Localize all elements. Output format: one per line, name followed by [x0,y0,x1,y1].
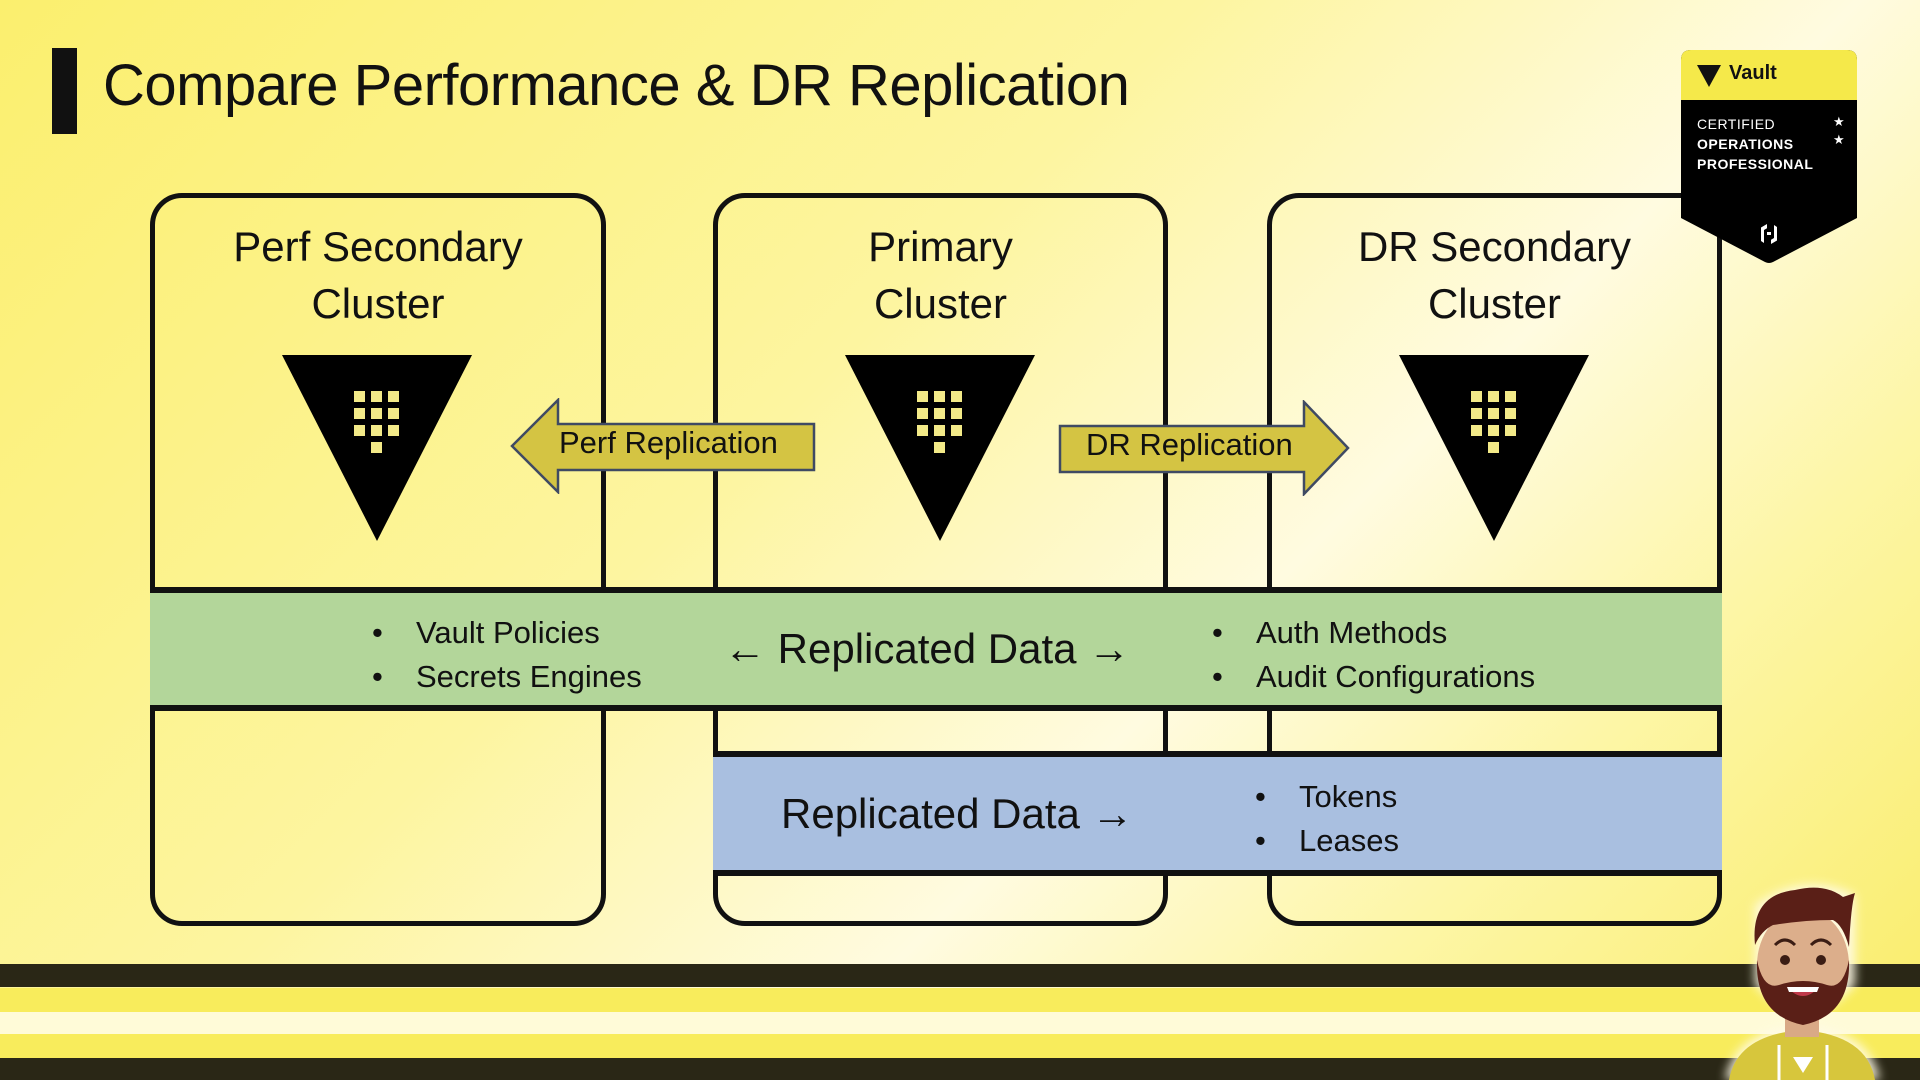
primary-cluster-box: Primary Cluster [713,193,1168,926]
perf-replication-label: Perf Replication [559,425,778,460]
list-item: Auth Methods [1212,611,1535,655]
perf-replication-arrow [510,398,816,494]
hashicorp-logo-icon [1761,224,1777,244]
vault-logo-icon [282,355,472,541]
cluster-title: Perf Secondary Cluster [155,218,601,332]
list-item: Tokens [1255,775,1399,819]
vault-brand-icon [1697,65,1721,87]
vault-logo-icon [1399,355,1589,541]
cluster-title-line2: Cluster [1427,280,1562,327]
stripe-yellow [0,1034,1920,1058]
perf-secondary-cluster-box: Perf Secondary Cluster [150,193,606,926]
shared-replicated-label: ← Replicated Data → [724,625,1131,672]
list-item: Vault Policies [372,611,642,655]
presenter-avatar [1725,884,1880,1080]
shared-left-list: Vault Policies Secrets Engines [372,611,642,699]
list-item: Audit Configurations [1212,655,1535,699]
stripe-yellow [0,988,1920,1012]
dr-replication-label: DR Replication [1086,427,1293,462]
cluster-title: DR Secondary Cluster [1272,218,1717,332]
cluster-title-line2: Cluster [311,280,445,327]
shared-right-list: Auth Methods Audit Configurations [1212,611,1535,699]
dr-secondary-cluster-box: DR Secondary Cluster [1267,193,1722,926]
title-accent-bar [52,48,77,134]
star-icon: ★ [1833,114,1846,129]
badge-shape [1681,50,1857,263]
cluster-title: Primary Cluster [718,218,1163,332]
vault-logo-icon [845,355,1035,541]
dr-replication-arrow [1058,400,1350,496]
badge-line-certified: CERTIFIED [1697,116,1776,132]
list-item: Secrets Engines [372,655,642,699]
certification-badge: Vault CERTIFIED OPERATIONS PROFESSIONAL … [1681,50,1857,264]
cluster-title-line1: Perf Secondary [233,223,523,270]
badge-line-professional: PROFESSIONAL [1697,156,1814,172]
cluster-title-line1: Primary [868,223,1013,270]
badge-brand: Vault [1729,62,1777,84]
shared-replicated-data-band: Vault Policies Secrets Engines ← Replica… [150,587,1722,711]
cluster-title-line1: DR Secondary [1357,223,1632,270]
slide-title: Compare Performance & DR Replication [103,53,1130,118]
cluster-title-line2: Cluster [873,280,1008,327]
dr-replicated-list: Tokens Leases [1255,775,1399,863]
dr-replicated-data-band: Replicated Data → Tokens Leases [713,751,1722,876]
badge-line-operations: OPERATIONS [1697,136,1794,152]
list-item: Leases [1255,819,1399,863]
star-icon: ★ [1833,132,1846,147]
stripe-dark-bottom [0,1058,1920,1080]
stripe-dark-top [0,964,1920,987]
stripe-light [0,1012,1920,1034]
dr-replicated-label: Replicated Data → [781,790,1134,837]
